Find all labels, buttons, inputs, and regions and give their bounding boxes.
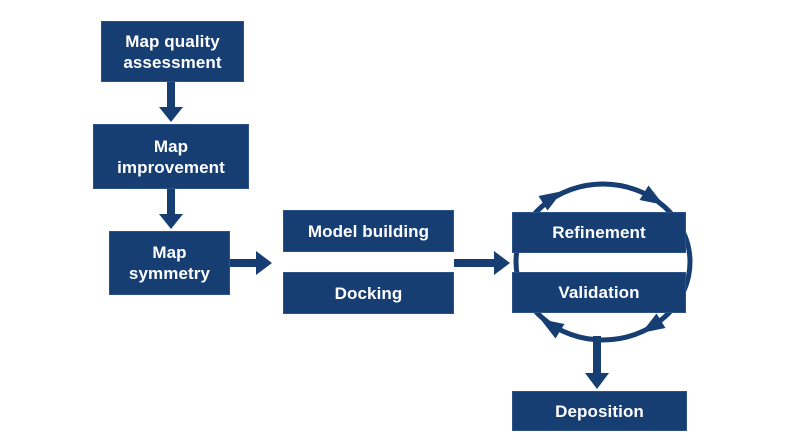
node-map-quality-assessment: Map quality assessment (101, 21, 244, 82)
node-map-improvement-label: Map improvement (117, 136, 225, 177)
node-model-building: Model building (283, 210, 454, 252)
node-map-symmetry: Map symmetry (109, 231, 230, 295)
cycle-arrows-icon (513, 181, 693, 343)
arrow-modelbuilding-to-refinement (454, 251, 510, 275)
node-validation: Validation (512, 272, 686, 313)
node-docking: Docking (283, 272, 454, 314)
arrow-improvement-to-symmetry (159, 189, 183, 229)
node-map-quality-assessment-label: Map quality assessment (123, 31, 222, 72)
node-map-symmetry-label: Map symmetry (128, 243, 211, 283)
node-validation-label: Validation (558, 283, 640, 302)
node-refinement: Refinement (512, 212, 686, 253)
node-deposition: Deposition (512, 391, 687, 431)
node-model-building-label: Model building (307, 221, 430, 241)
arrow-cycle-to-deposition (585, 336, 609, 389)
node-map-improvement: Map improvement (93, 124, 249, 189)
node-refinement-label: Refinement (552, 223, 646, 242)
arrow-assessment-to-improvement (159, 82, 183, 122)
arrow-symmetry-to-modelbuilding (230, 251, 272, 275)
node-docking-label: Docking (334, 283, 403, 303)
node-deposition-label: Deposition (555, 401, 644, 421)
